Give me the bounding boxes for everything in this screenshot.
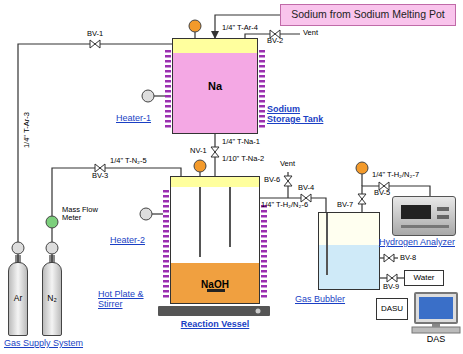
detail: [437, 215, 449, 219]
label: Vent: [303, 29, 318, 37]
label: 1/4" T-Na-1: [222, 138, 260, 146]
source-box: Sodium from Sodium Melting Pot: [280, 4, 456, 26]
label: 1/4" T-H₂/N₂-7: [372, 171, 419, 179]
hot-plate: [158, 306, 270, 316]
pressure-gauge: [356, 162, 368, 174]
label: Vent: [280, 160, 295, 168]
dasu-box: DASU: [376, 298, 408, 320]
detail: [199, 187, 201, 257]
monitor-stand: [432, 324, 440, 327]
label: NV-1: [190, 147, 207, 155]
node-text: NaOH: [171, 279, 259, 290]
heater-coil: [259, 48, 265, 130]
label: BV-3: [92, 172, 108, 180]
heater-coil: [261, 204, 267, 300]
gauge: [12, 242, 24, 254]
pressure-gauge: [194, 160, 206, 172]
detail: [401, 205, 431, 219]
heater-coil: [163, 188, 169, 300]
label: Heater-2: [110, 236, 145, 246]
gas-cylinder: N₂: [42, 262, 62, 336]
temperature-sensor: [140, 208, 152, 220]
pipe-line: [260, 198, 326, 212]
valve-symbol: [387, 274, 397, 282]
water-supply: Water: [404, 270, 444, 286]
keyboard: [412, 327, 460, 333]
knob: [256, 309, 261, 314]
label: BV-7: [337, 201, 353, 209]
label: 1/4" T-Ar-3: [23, 94, 31, 166]
gauge: [46, 242, 58, 254]
temperature-sensor: [142, 90, 154, 102]
node-text: Ar: [14, 294, 23, 303]
storage-tank: NaSodium Storage Tank: [172, 38, 258, 134]
heater-coil: [165, 48, 171, 130]
detail: [326, 213, 328, 275]
valve-symbol: [211, 147, 219, 157]
pressure-gauge: [189, 20, 201, 32]
sensor-stub: [154, 95, 165, 96]
node-heading: Gas Bubbler: [295, 294, 345, 304]
pipe-line: [18, 44, 172, 262]
label: Mass Flow Meter: [62, 206, 98, 223]
label: Gas Supply System: [4, 339, 83, 349]
label: BV-6: [264, 176, 280, 184]
label: 1/4" T-Ar-4: [222, 24, 258, 32]
node-heading: DAS: [427, 334, 446, 344]
label: 1/4" T-H₂/N₂-6: [261, 201, 317, 209]
valve-symbol: [90, 40, 100, 48]
label: BV-4: [298, 184, 314, 192]
label: BV-1: [87, 30, 103, 38]
label: BV-8: [400, 254, 416, 262]
label: BV-5: [374, 189, 390, 197]
node-heading: Sodium Storage Tank: [267, 105, 331, 125]
label: Hot Plate & Stirrer: [98, 290, 156, 310]
reaction-vessel: NaOHReaction Vessel: [170, 176, 260, 304]
node-heading: Hydrogen Analyzer: [379, 237, 455, 247]
label: BV-9: [383, 283, 399, 291]
detail: [401, 225, 449, 228]
valve-symbol: [358, 194, 366, 204]
sensor-stub: [152, 213, 163, 214]
node-text: Sodium from Sodium Melting Pot: [291, 9, 444, 21]
label: 1/4" T-N₂-5: [110, 157, 147, 165]
label: BV-2: [267, 37, 283, 45]
node-text: Water: [413, 274, 434, 283]
pipe-line: [52, 168, 181, 262]
gas-bubbler: Gas Bubbler: [318, 212, 380, 290]
node-text: Na: [208, 80, 222, 92]
valve-symbol: [284, 176, 292, 186]
computer: DAS: [414, 292, 458, 324]
gauge-group: [12, 216, 58, 254]
detail: [229, 187, 231, 247]
node-text: DASU: [381, 305, 403, 314]
gas-cylinder: Ar: [8, 262, 28, 336]
valve-symbol: [95, 164, 105, 172]
node-text: N₂: [47, 294, 56, 303]
gauge-stub: [361, 174, 362, 186]
gauge: [46, 216, 58, 228]
node-heading: Reaction Vessel: [181, 319, 250, 329]
valve-symbol: [384, 254, 394, 262]
pipe-line: [215, 15, 280, 38]
detail: [419, 297, 453, 319]
label: 1/10" T-Na-2: [222, 155, 264, 163]
hydrogen-analyzer: Hydrogen Analyzer: [392, 196, 456, 236]
label: Heater-1: [116, 114, 151, 124]
detail: [437, 207, 449, 211]
